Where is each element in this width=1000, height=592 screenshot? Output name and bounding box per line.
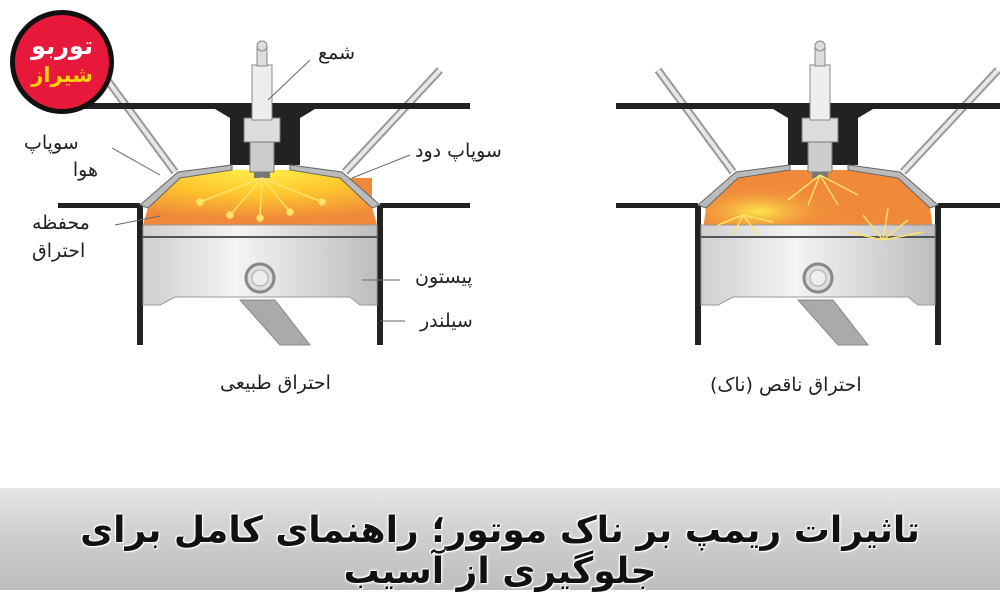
caption-knock-combustion: احتراق ناقص (ناک): [710, 374, 862, 396]
label-spark-plug: شمع: [318, 42, 356, 64]
label-exhaust-valve: سوپاپ دود: [415, 140, 502, 162]
normal-combustion-engine: [58, 41, 470, 345]
label-chamber-1: محفظه: [32, 212, 90, 234]
flame-arrows: [196, 177, 326, 222]
logo-line1: توربو: [31, 32, 93, 60]
caption-normal-combustion: احتراق طبیعی: [220, 372, 331, 394]
label-intake-valve-1: سوپاپ: [24, 132, 79, 154]
label-cylinder: سیلندر: [420, 310, 473, 332]
knock-combustion-engine: [616, 41, 1000, 345]
label-piston: پیستون: [415, 266, 473, 288]
logo-line2: شیراز: [31, 63, 93, 87]
page-title: تاثیرات ریمپ بر ناک موتور؛ راهنمای کامل …: [80, 510, 920, 592]
logo: توربو شیراز: [10, 10, 114, 114]
knock-arrows: [717, 174, 924, 241]
label-chamber-2: احتراق: [32, 240, 86, 262]
title-banner: [0, 488, 1000, 590]
label-intake-valve-2: هوا: [72, 159, 98, 181]
leader-lines: [111, 59, 411, 322]
